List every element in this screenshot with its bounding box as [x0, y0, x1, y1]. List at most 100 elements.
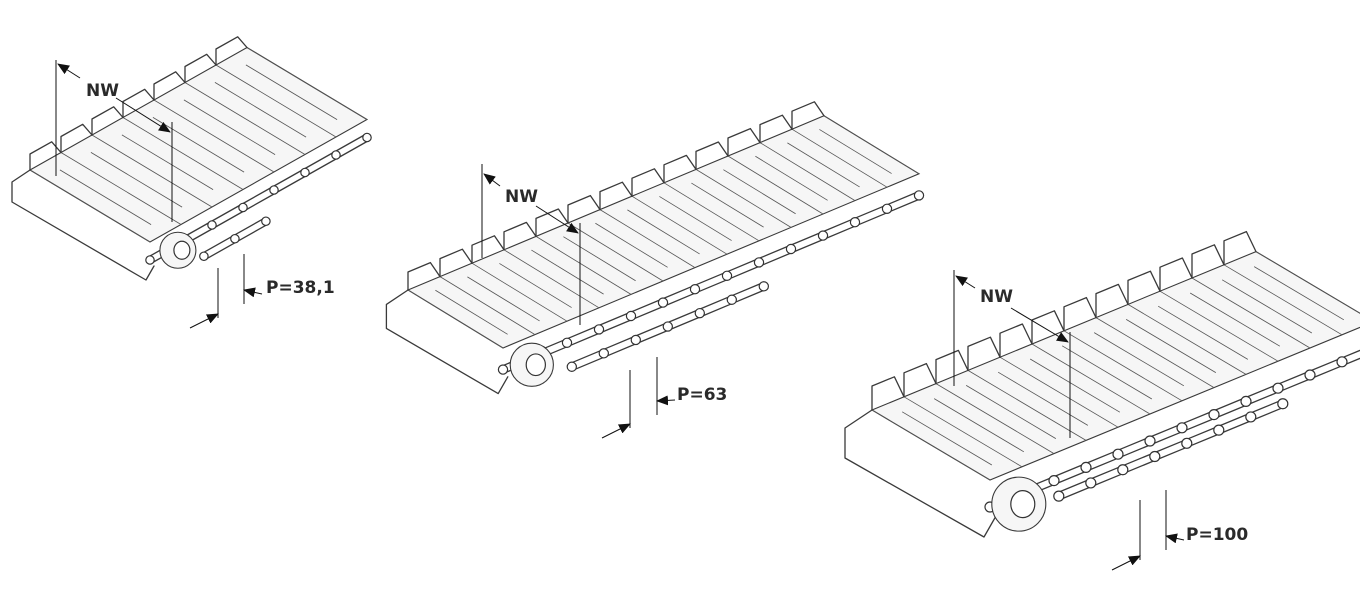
slat-rib [467, 276, 540, 322]
front-chain-lower [502, 198, 920, 375]
slat-line [967, 370, 1087, 441]
lower-chain-pin [1149, 450, 1161, 463]
chain-pin [1144, 435, 1156, 447]
slat-line [1223, 264, 1343, 336]
slat-rib [183, 99, 276, 155]
head-end-cover [11, 169, 155, 281]
slat-rib [659, 196, 732, 241]
side-wall-segment [407, 261, 441, 291]
conveyor-medium [385, 101, 925, 439]
chain-pin [913, 190, 925, 201]
chain-pin [269, 185, 279, 195]
chain-pin [497, 364, 509, 375]
slat-line [91, 134, 213, 208]
slat-rib [245, 64, 338, 120]
chain-pin [625, 310, 637, 322]
lower-chain-pin [1085, 477, 1097, 489]
pitch-label-medium: P=63 [677, 385, 727, 405]
chain-pin [849, 216, 861, 228]
slat-line [1191, 277, 1311, 349]
slat-rib [1221, 279, 1313, 334]
chain-pin [817, 230, 829, 241]
slat-line [871, 409, 991, 481]
slat-rib [1125, 319, 1217, 373]
slat-line [246, 47, 368, 120]
slat-rib [1061, 345, 1153, 400]
nw-arrow [1010, 307, 1069, 343]
lower-chain-pin [598, 348, 610, 359]
chain-pin [1304, 369, 1316, 381]
pitch-label-small: P=38,1 [266, 278, 335, 298]
side-wall-segment [631, 168, 665, 197]
head-end-cover [385, 289, 509, 395]
slat-rib [755, 155, 828, 201]
slat-rib [787, 142, 860, 188]
side-wall-segment [122, 88, 155, 119]
chain-pin [593, 324, 605, 335]
conveyor-large [844, 230, 1360, 571]
lower-chain-pin [1277, 398, 1289, 410]
slat-rib [1029, 358, 1121, 413]
pitch-arrow [656, 395, 676, 406]
slat-rib [1093, 332, 1185, 387]
lower-chain-pin [261, 216, 271, 227]
slat-line [503, 249, 600, 309]
slat-rib [435, 289, 508, 335]
sprocket-shaft [173, 240, 191, 260]
lower-chain-pin [1181, 437, 1193, 449]
chain-pin [721, 270, 733, 281]
nw-arrow [115, 97, 171, 133]
nw-arrow [955, 275, 976, 289]
side-wall-segment [1063, 296, 1097, 332]
lower-chain-upper [1058, 399, 1284, 493]
slat-line [631, 195, 728, 255]
lower-chain-pin [1053, 490, 1065, 502]
lower-chain-pin [694, 307, 706, 319]
slat-line [1127, 304, 1247, 375]
slat-line [29, 169, 151, 243]
side-wall-segment [663, 154, 697, 184]
chain-pin [881, 203, 893, 214]
slat-rib [997, 371, 1089, 426]
slat-line [439, 276, 536, 335]
slat-rib [819, 129, 892, 174]
chain-pin [1336, 356, 1348, 368]
lower-chain-pin [1245, 411, 1257, 423]
side-wall-segment [153, 71, 186, 101]
slat-line [215, 64, 337, 138]
pitch-label-large: P=100 [1186, 525, 1248, 545]
sprocket-shaft [525, 353, 547, 377]
nw-arrow [535, 205, 579, 234]
side-wall-segment [967, 336, 1001, 372]
slat-rib [90, 152, 183, 208]
slat-line [122, 117, 244, 190]
slat-line [407, 289, 504, 349]
side-wall-segment [759, 114, 793, 144]
chain-pin [300, 167, 310, 178]
slat-rib [965, 385, 1057, 439]
head-end-cover [844, 409, 997, 538]
nw-label-medium: NW [505, 187, 538, 207]
slat-rib [121, 134, 214, 190]
lower-chain-pin [199, 251, 209, 262]
chain-pin [238, 202, 248, 213]
pitch-arrow [243, 287, 263, 298]
slat-line [663, 182, 760, 242]
side-wall-segment [1127, 270, 1161, 306]
pitch-arrow [1165, 533, 1185, 544]
side-wall-segment [471, 235, 505, 264]
lower-chain-pin [230, 233, 240, 244]
side-wall-segment [184, 53, 217, 84]
slat-line [1031, 343, 1151, 415]
slat-line [535, 236, 632, 295]
chain-pin [561, 337, 573, 348]
side-wall-segment [1191, 244, 1225, 279]
chain-pin [1112, 448, 1124, 460]
pitch-arrow [601, 423, 631, 439]
lower-chain-lower [1058, 407, 1284, 501]
chain-pin [1080, 461, 1092, 473]
side-wall-segment [695, 141, 729, 171]
chain-pin [362, 132, 372, 143]
lower-chain-pin [758, 281, 770, 292]
